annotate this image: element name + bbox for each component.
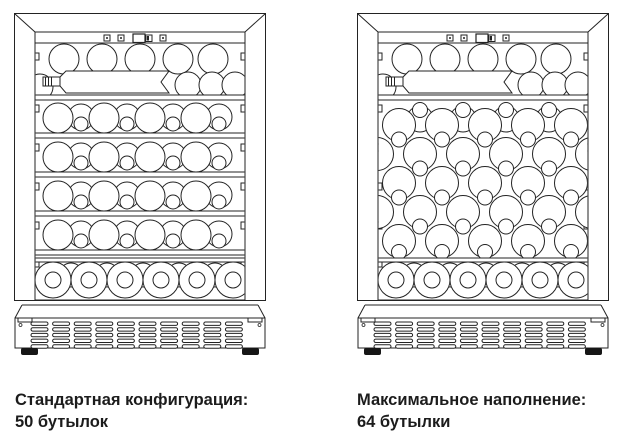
cooler-line-art [357,13,609,355]
caption-line-1: Максимальное наполнение: [357,391,587,409]
caption-line-1: Стандартная конфигурация: [15,391,249,409]
control-panel [103,33,167,44]
control-panel [446,33,510,44]
vent-grille [373,321,586,349]
base-bracket [360,317,376,323]
shelf-row-bottles [42,102,233,134]
shelf [35,257,245,263]
shelf [35,94,245,101]
shelf [378,94,588,101]
shelf [35,132,245,139]
shelf-row-bottles [42,219,233,251]
caption-line-2: 50 бутылок [15,413,109,431]
foot [585,348,602,355]
shelf [35,249,245,256]
cooler-line-art [14,13,266,355]
shelf [35,210,245,217]
temperature-display [475,33,489,44]
maximum-fill-cooler [357,13,609,357]
top-shelf-bottles [35,43,245,101]
shelf-row-bottles [42,141,233,173]
foot [21,348,38,355]
bulk-stacked-bottles [378,102,588,260]
vent-grille [30,321,243,349]
shelf-row-bottles [42,180,233,212]
top-shelf-bottles [378,43,588,101]
lying-bottle [385,70,513,94]
shelf [35,171,245,178]
caption-line-2: 64 бутылки [357,413,451,431]
shelf [378,257,588,263]
lying-bottle [42,70,170,94]
standard-configuration-caption: Стандартная конфигурация: 50 бутылок [15,389,248,433]
base-bracket [17,317,33,323]
standard-configuration-cooler [14,13,266,357]
bottom-row-bottles [378,261,588,299]
base-bracket [247,317,263,323]
maximum-fill-caption: Максимальное наполнение: 64 бутылки [357,389,586,433]
temperature-display [132,33,146,44]
glass-contents [35,43,245,299]
foot [242,348,259,355]
bottom-row-bottles [35,261,245,299]
glass-contents [378,43,588,299]
foot [364,348,381,355]
base-bracket [590,317,606,323]
